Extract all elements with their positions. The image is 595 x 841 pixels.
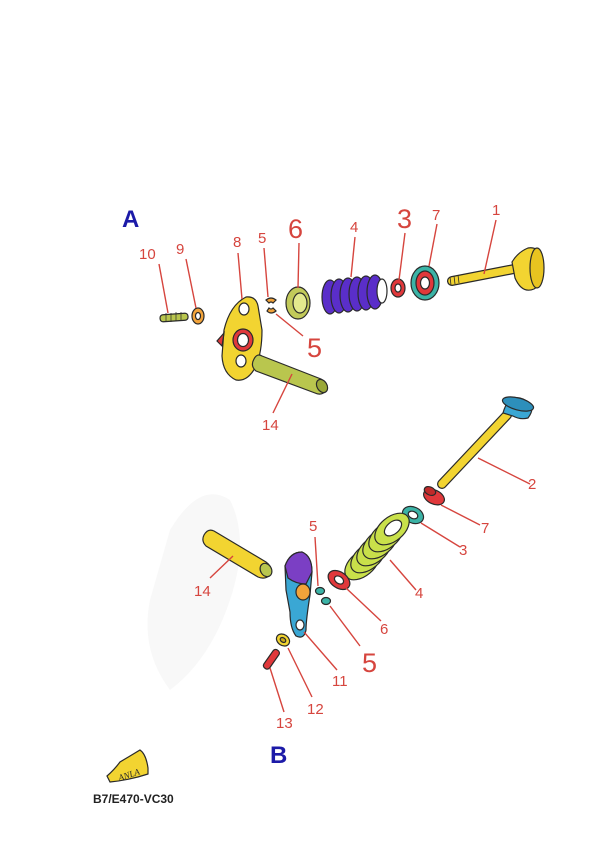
callout-11-b: 11: [332, 673, 348, 690]
valve-cotters-b: [314, 586, 332, 606]
callouts-view-b: 2 7 3 5 4 6 14 11 5 12 13: [194, 457, 536, 732]
washer-a: [191, 307, 205, 325]
rocker-arm-a: [216, 296, 263, 381]
oil-seal-a: [410, 265, 440, 301]
callout-9-a: 9: [176, 241, 184, 258]
callout-14-b: 14: [194, 583, 211, 600]
callout-6-a: 6: [288, 214, 303, 244]
callout-5b-a: 5: [307, 333, 322, 363]
valve-spring-a: [321, 274, 388, 315]
callout-4-b: 4: [415, 585, 423, 602]
grease-logo: ANLA: [106, 749, 149, 783]
callout-5-a: 5: [258, 230, 266, 247]
callout-13-b: 13: [276, 715, 293, 732]
spring-retainer-b: [327, 569, 351, 591]
callout-1-a: 1: [492, 202, 500, 219]
rocker-shaft-b: [202, 529, 273, 579]
callout-7-b: 7: [481, 520, 489, 537]
valve-spring-b: [344, 512, 410, 581]
adjusting-screw-b: [262, 648, 281, 670]
view-a-label: A: [122, 206, 139, 233]
callout-7-a: 7: [432, 207, 440, 224]
callout-3-b: 3: [459, 542, 467, 559]
callouts-view-a: 10 9 8 5 6 4 3 7 1 5 14: [139, 202, 500, 434]
oil-seal-b: [423, 485, 445, 506]
callout-8-a: 8: [233, 234, 241, 251]
valve-b: [437, 396, 535, 489]
valve-cotters-a: [265, 297, 277, 314]
callout-5b-b: 5: [362, 648, 377, 678]
callout-14-a: 14: [262, 417, 279, 434]
adjusting-screw-a: [159, 312, 189, 323]
callout-2-b: 2: [528, 476, 536, 493]
callout-6-b: 6: [380, 621, 388, 638]
washer-b: [275, 633, 291, 647]
spring-seat-a: [390, 278, 406, 298]
callout-12-b: 12: [307, 701, 324, 718]
valve-a: [447, 247, 545, 291]
rocker-arm-b: [284, 551, 313, 638]
callout-5-b: 5: [309, 518, 317, 535]
callout-10-a: 10: [139, 246, 156, 263]
diagram-code: B7/E470-VC30: [93, 792, 174, 806]
spring-retainer-a: [285, 286, 311, 320]
view-b-label: B: [270, 742, 287, 769]
rocker-shaft-a: [251, 354, 329, 395]
callout-4-a: 4: [350, 219, 358, 236]
callout-3-a: 3: [397, 204, 412, 234]
